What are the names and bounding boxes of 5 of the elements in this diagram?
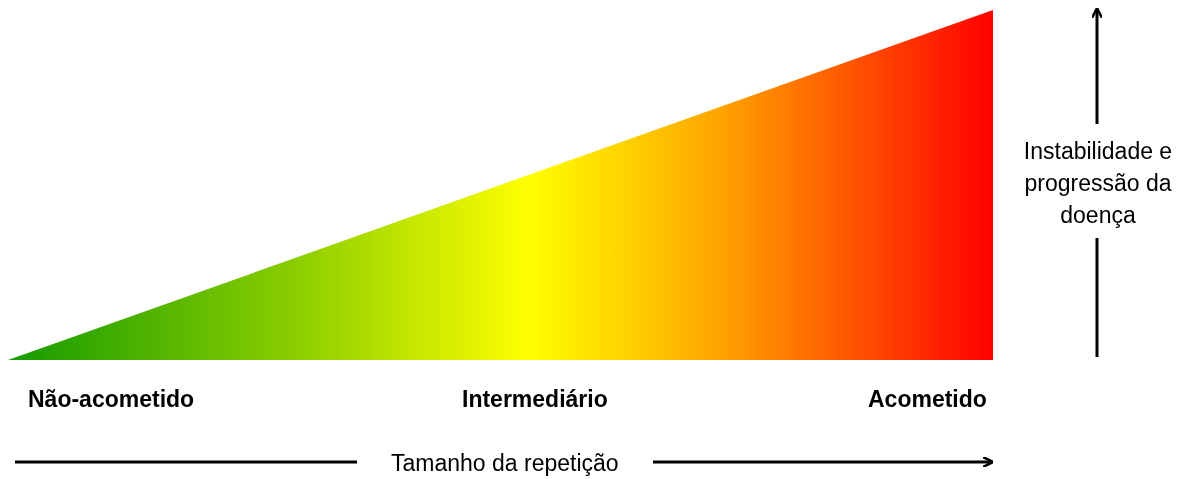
axis-label: Instabilidade e progressão da doença <box>1022 137 1174 230</box>
scale-label: Intermediário <box>462 385 608 414</box>
axis-label: Tamanho da repetição <box>391 449 619 478</box>
scale-label: Não-acometido <box>28 385 195 414</box>
scale-label: Acometido <box>868 385 987 414</box>
